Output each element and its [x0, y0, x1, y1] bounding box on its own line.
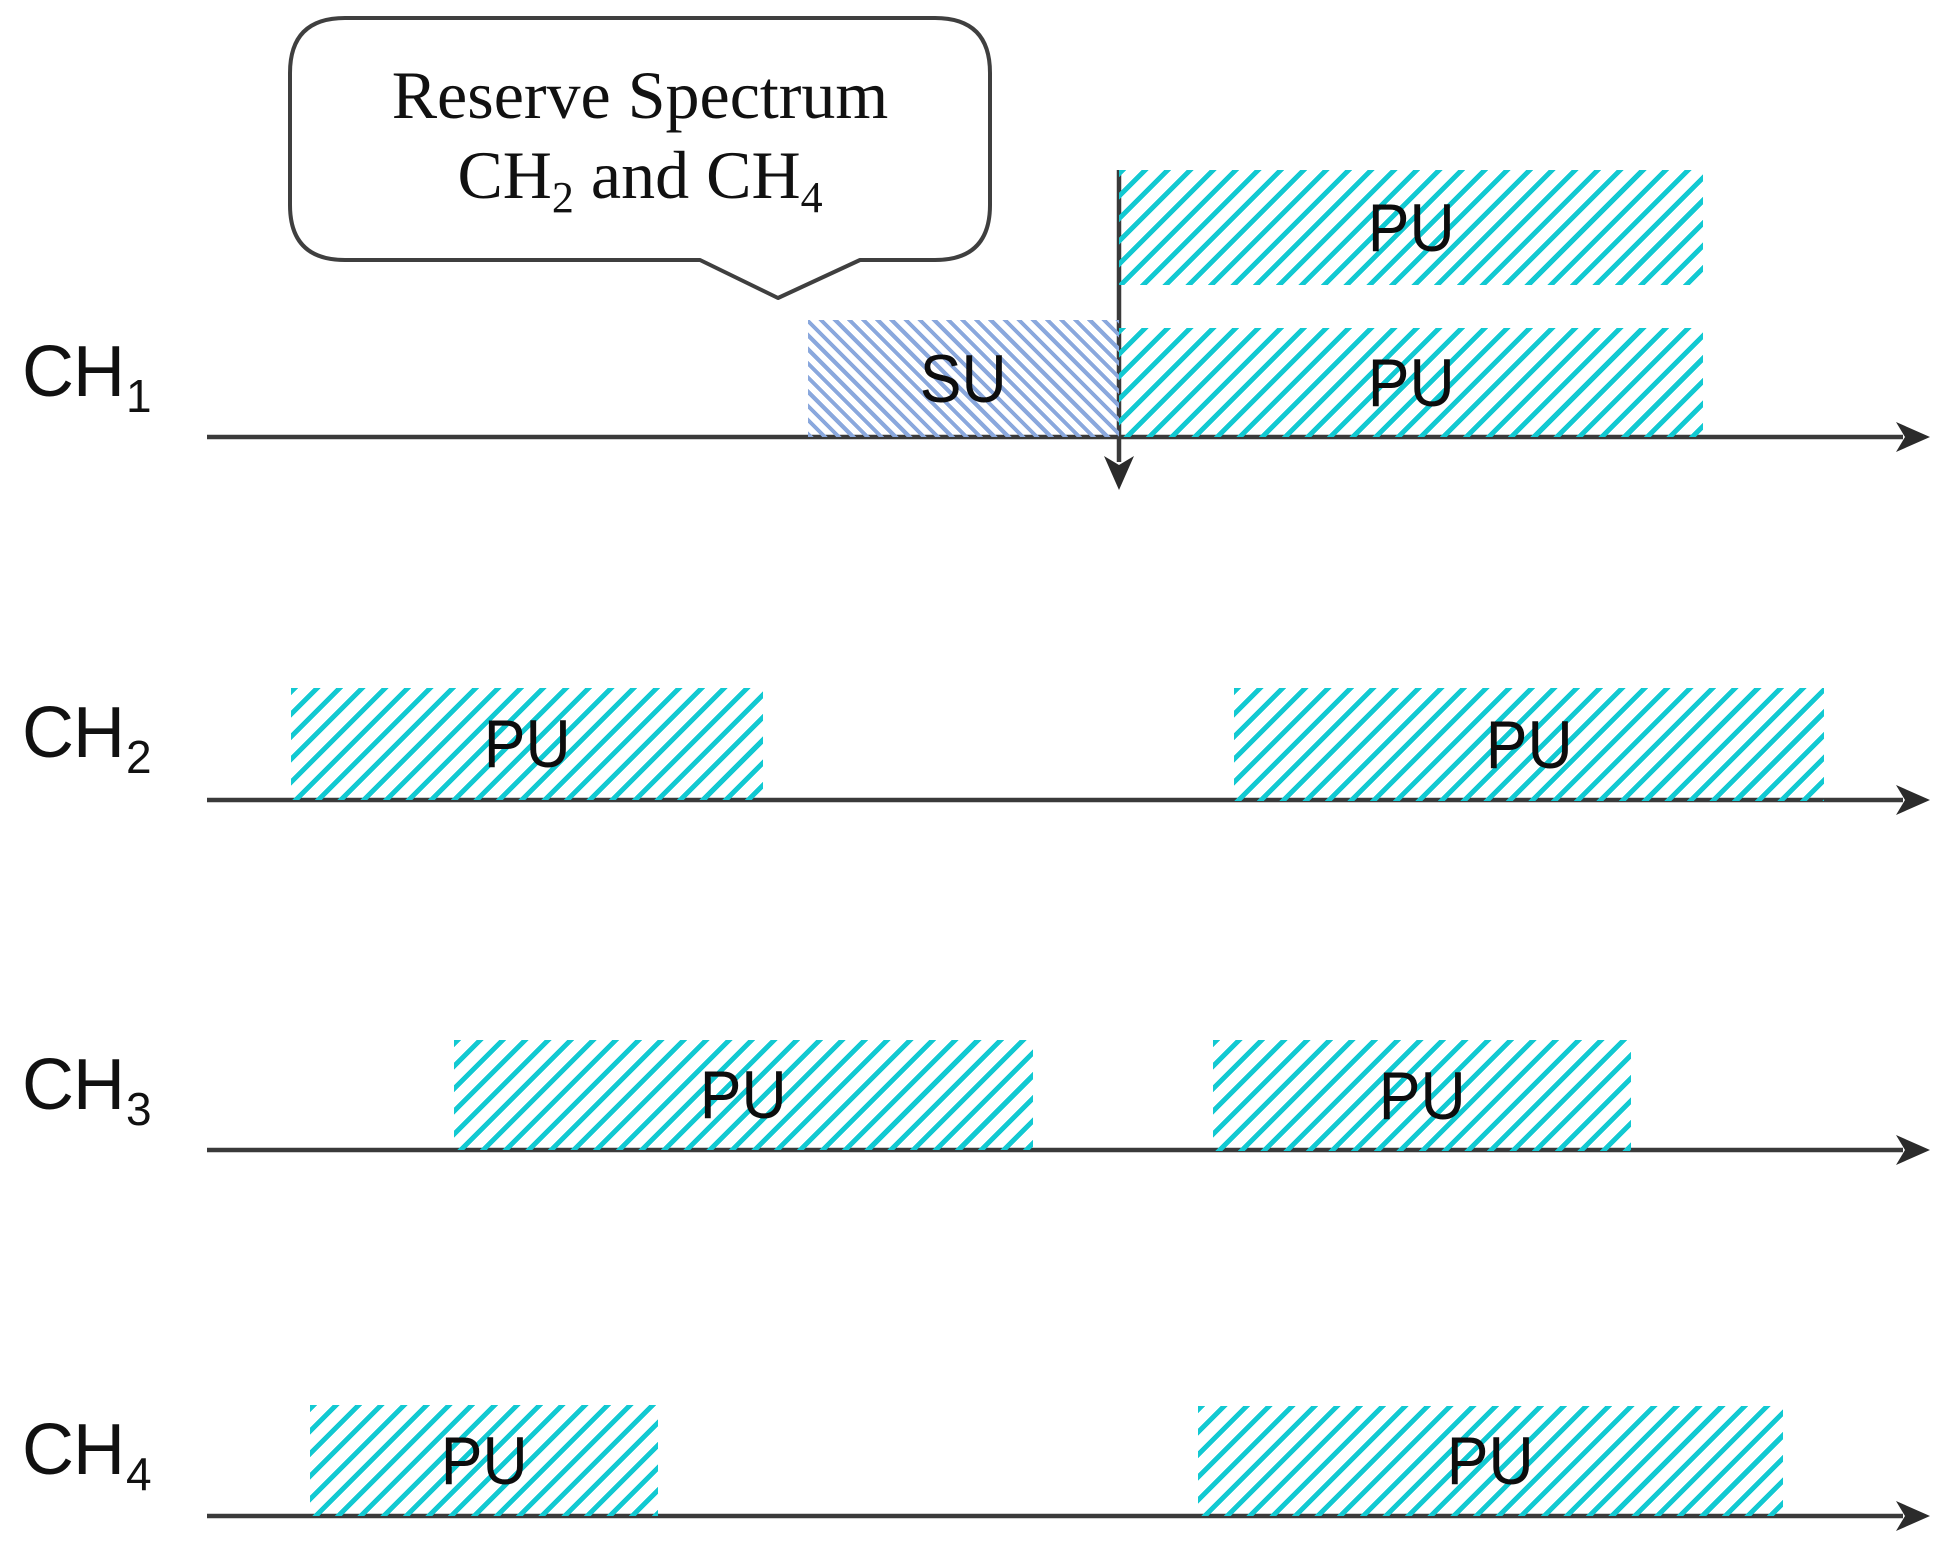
pu-block-label: PU [1447, 1423, 1534, 1499]
pu-block-label: PU [1367, 344, 1455, 421]
ch2-pu-block-1: PU [291, 688, 763, 800]
callout-line1: Reserve Spectrum [391, 56, 889, 133]
pu-block-label: PU [1367, 189, 1455, 266]
ch3-axis-arrowhead [1896, 1135, 1930, 1165]
ch4-pu-block-2: PU [1198, 1406, 1783, 1516]
pu-block-label: PU [440, 1422, 528, 1499]
channel-label-ch4: CH4 [22, 1410, 152, 1500]
ch3-pu-block-1: PU [454, 1040, 1033, 1150]
pu-block-label: PU [1378, 1057, 1466, 1134]
pu-block-label: PU [483, 706, 571, 782]
ch3-pu-block-2: PU [1213, 1040, 1631, 1151]
callout-bubble-shape [288, 16, 992, 300]
callout: Reserve Spectrum CH2 and CH4 [290, 18, 990, 260]
ch1-pu-block-onaxis: PU [1119, 328, 1703, 437]
callout-line2: CH2 and CH4 [457, 136, 823, 222]
ch1-axis-arrowhead [1896, 422, 1930, 452]
channel-label-ch1: CH1 [22, 332, 152, 422]
pu-block-label: PU [700, 1057, 787, 1133]
ch1-pu-block-offset: PU [1119, 170, 1703, 285]
channel-label-ch2: CH2 [22, 693, 152, 783]
su-block-label: SU [920, 340, 1007, 417]
event-marker-arrowhead [1104, 456, 1134, 490]
channel-label-ch3: CH3 [22, 1045, 152, 1135]
ch4-axis-arrowhead [1896, 1501, 1930, 1531]
pu-block-label: PU [1485, 706, 1573, 783]
ch2-pu-block-2: PU [1234, 688, 1824, 801]
ch1-su-block: SU [808, 320, 1119, 437]
ch2-axis-arrowhead [1896, 785, 1930, 815]
ch4-pu-block-1: PU [310, 1405, 658, 1516]
